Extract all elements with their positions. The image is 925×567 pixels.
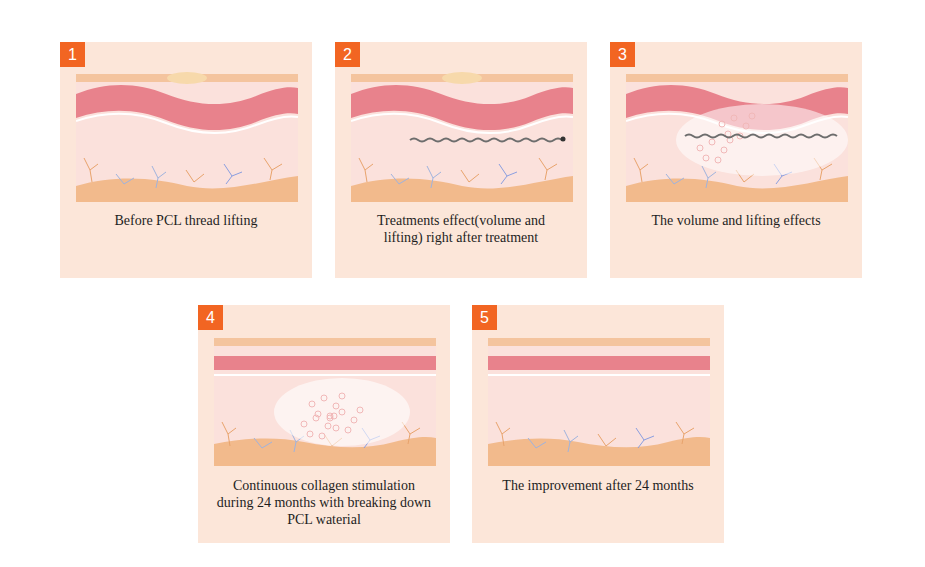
step-number: 4: [198, 305, 223, 330]
step-panel: 1Before PCL thread lifting: [60, 42, 312, 278]
panel-3-art: [610, 42, 862, 278]
step-caption: Treatments effect(volume and lifting) ri…: [361, 212, 561, 246]
step-caption: Before PCL thread lifting: [76, 212, 296, 229]
step-number: 1: [60, 42, 85, 67]
step-panel: 5The improvement after 24 months: [472, 305, 724, 543]
step-caption: The improvement after 24 months: [488, 477, 708, 494]
step-number: 5: [472, 305, 497, 330]
step-panel: 4Continuous collagen stimulation during …: [198, 305, 450, 543]
panel-4-art: [198, 305, 450, 543]
panel-2-art: [335, 42, 587, 278]
step-panel: 2Treatments effect(volume and lifting) r…: [335, 42, 587, 278]
step-panel: 3The volume and lifting effects: [610, 42, 862, 278]
step-number: 3: [610, 42, 635, 67]
panel-5-art: [472, 305, 724, 543]
step-caption: The volume and lifting effects: [626, 212, 846, 229]
step-number: 2: [335, 42, 360, 67]
step-caption: Continuous collagen stimulation during 2…: [216, 477, 432, 528]
panel-1-art: [60, 42, 312, 278]
